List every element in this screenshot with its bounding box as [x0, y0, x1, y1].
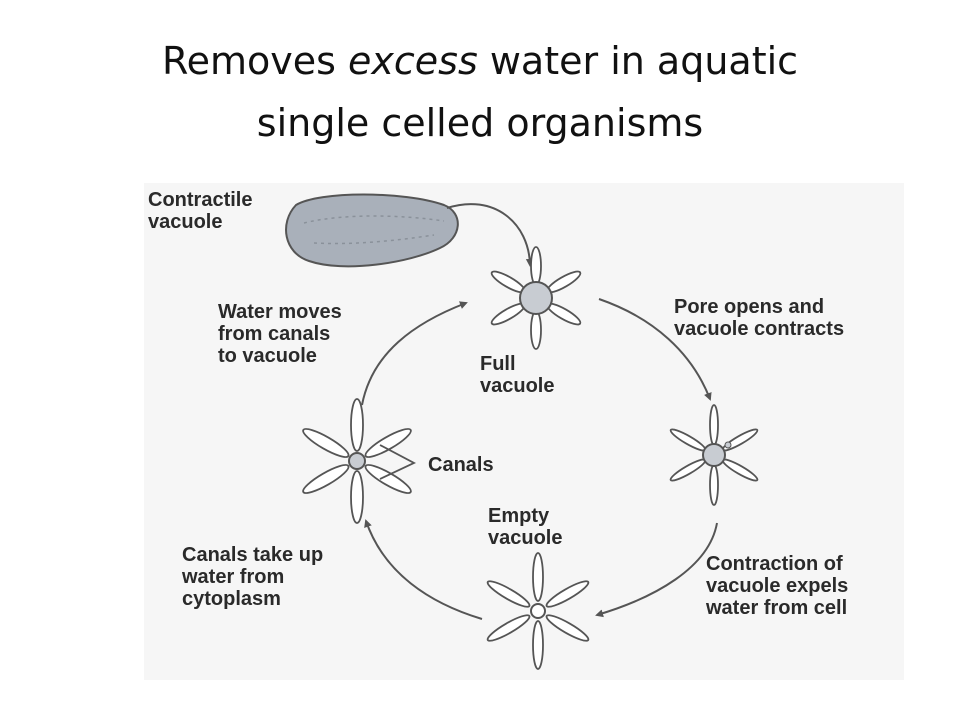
cycle-arrow-bottom-left: [364, 519, 483, 620]
title-emphasis: excess: [348, 39, 478, 83]
empty-vacuole-icon: [486, 552, 590, 670]
cycle-arrow-top-left: [361, 301, 468, 406]
title-line-2: single celled organisms: [256, 101, 704, 145]
title-line-1: Removes excess water in aquatic: [161, 39, 799, 83]
label-water-moves: Water moves from canals to vacuole: [218, 301, 342, 367]
label-contraction: Contraction of vacuole expels water from…: [706, 553, 849, 619]
paramecium-organism: [285, 193, 459, 268]
contractile-vacuole-diagram: Contractile vacuole Water moves from can…: [144, 183, 904, 680]
label-pore-opens: Pore opens and vacuole contracts: [674, 296, 845, 340]
slide-title: Removes excess water in aquatic single c…: [0, 30, 960, 154]
label-canals: Canals: [428, 454, 494, 476]
diagram-svg: [285, 193, 759, 670]
contracting-vacuole-icon: [669, 404, 759, 506]
label-full-vacuole: Full vacuole: [480, 353, 555, 397]
label-empty-vacuole: Empty vacuole: [488, 505, 563, 549]
filling-vacuole-icon: [302, 398, 412, 524]
label-canals-take-up: Canals take up water from cytoplasm: [182, 544, 324, 610]
cycle-arrow-top-right: [598, 298, 712, 401]
label-contractile-vacuole: Contractile vacuole: [148, 189, 253, 233]
organism-pointer-arrow: [446, 203, 534, 267]
canals-pointer: [379, 444, 417, 480]
cycle-arrow-bottom-right: [595, 522, 718, 618]
full-vacuole-icon: [490, 246, 582, 350]
